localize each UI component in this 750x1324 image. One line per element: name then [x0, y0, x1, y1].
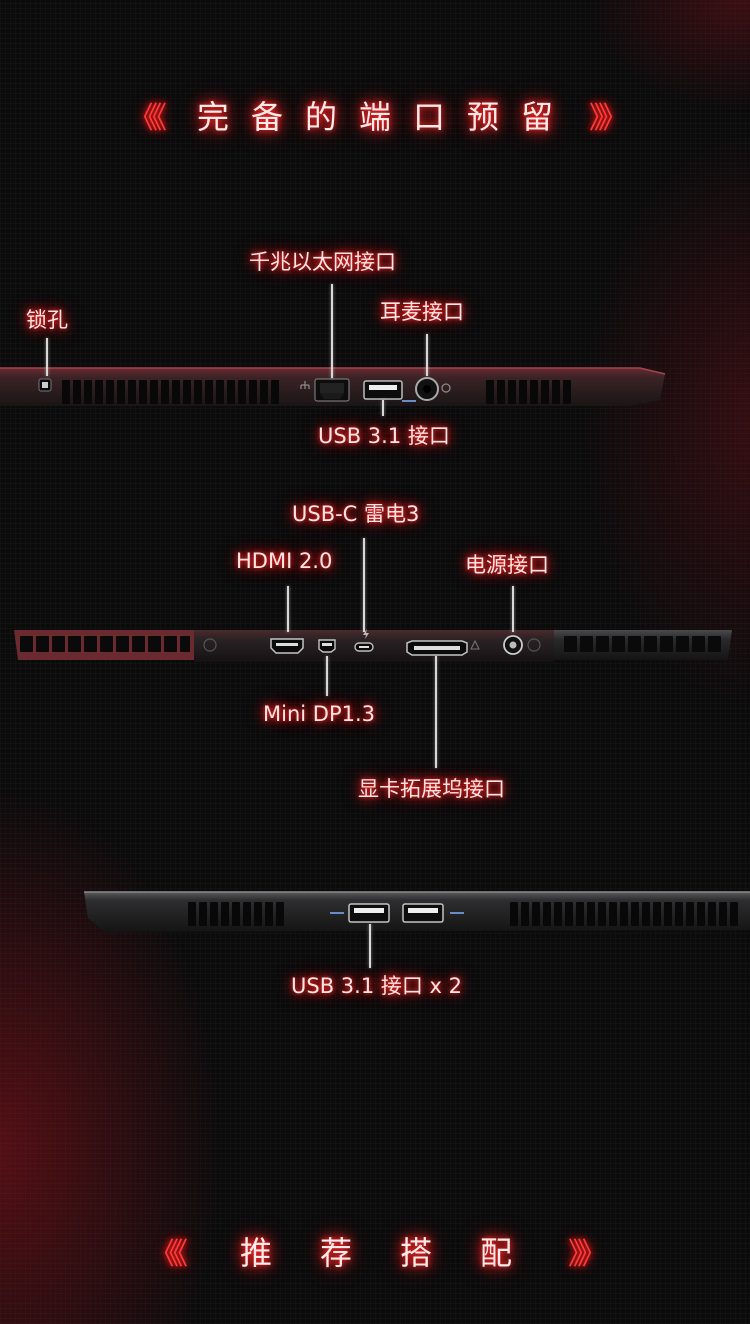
chevron-right-icon: 》》 — [568, 1237, 607, 1272]
warning-icon — [470, 640, 480, 650]
usb-c-port — [354, 642, 374, 652]
vent-right — [486, 378, 578, 406]
callout-line-hdmi — [287, 586, 289, 632]
dock-port — [406, 640, 468, 656]
label-lock: 锁孔 — [26, 308, 68, 332]
label-thunderbolt: USB-C 雷电3 — [292, 502, 420, 526]
callout-line-lock — [46, 338, 48, 376]
ss-usb-icon — [402, 398, 416, 404]
label-ethernet: 千兆以太网接口 — [249, 250, 396, 274]
footer-title: 推荐搭配 — [239, 1234, 560, 1272]
label-usb: USB 3.1 接口 — [318, 424, 450, 448]
callout-line-dock — [435, 656, 437, 768]
label-hdmi: HDMI 2.0 — [236, 549, 333, 573]
callout-line-power — [512, 586, 514, 632]
ethernet-port — [314, 378, 350, 402]
callout-line-ethernet — [331, 284, 333, 378]
vent-left — [62, 378, 284, 406]
usb-a-port-2 — [402, 903, 444, 923]
headset-icon — [440, 382, 452, 394]
audio-jack — [414, 376, 440, 402]
label-power: 电源接口 — [465, 553, 549, 577]
chevron-right-icon: 》》 — [589, 101, 628, 136]
hdmi-port — [270, 638, 304, 654]
page-title: 完备的端口预留 — [196, 98, 575, 136]
label-minidp: Mini DP1.3 — [263, 702, 376, 726]
label-audio: 耳麦接口 — [380, 300, 464, 324]
laptop-rear-side — [14, 626, 734, 666]
section-heading-recommend: 《《 推荐搭配 》》 — [0, 1228, 750, 1274]
chevron-left-icon: 《《 — [148, 1237, 188, 1272]
chevron-left-icon: 《《 — [127, 101, 167, 136]
callout-line-audio — [426, 334, 428, 376]
usb-a-port-1 — [348, 903, 390, 923]
thunderbolt-icon — [362, 629, 370, 639]
power-port — [502, 634, 524, 656]
lock-slot-icon — [37, 377, 53, 393]
label-usb-x2: USB 3.1 接口 x 2 — [291, 974, 462, 998]
callout-line-minidp — [326, 656, 328, 696]
minidp-port — [318, 639, 336, 653]
network-icon — [298, 379, 312, 393]
callout-line-usb — [382, 400, 384, 416]
callout-line-usb-x2 — [369, 924, 371, 968]
label-dock: 显卡拓展坞接口 — [358, 777, 505, 801]
callout-line-thunderbolt — [363, 538, 365, 632]
usb-a-port — [363, 380, 403, 400]
section-heading: 《《 完备的端口预留 》》 — [0, 92, 750, 138]
